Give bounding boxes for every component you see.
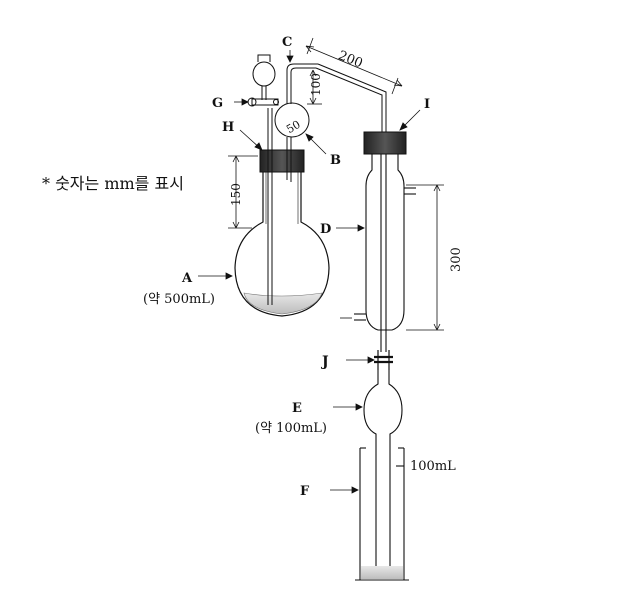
dim-100ml-label: 100mL — [410, 459, 456, 474]
dim-150 — [228, 155, 258, 229]
label-d: D — [320, 222, 331, 237]
bulb-b — [274, 63, 318, 182]
flask-a — [234, 172, 330, 317]
label-j: J — [320, 354, 329, 370]
stopper-h — [259, 149, 305, 173]
dim-150-label: 150 — [229, 183, 243, 206]
dim-100 — [307, 69, 322, 105]
cylinder-f — [355, 447, 409, 581]
label-i: I — [424, 97, 430, 112]
label-c: C — [282, 35, 292, 50]
label-a-sub: (약 500mL) — [143, 292, 215, 307]
label-h: H — [222, 120, 234, 135]
flask-liquid — [243, 292, 323, 315]
label-g: G — [212, 96, 223, 111]
label-b: B — [330, 153, 341, 168]
label-f: F — [300, 484, 310, 499]
condenser-d — [354, 154, 416, 352]
joint-j — [374, 350, 393, 370]
dim-100-label: 100 — [309, 73, 323, 96]
dim-200-label: 200 — [336, 48, 365, 71]
label-e: E — [292, 401, 302, 416]
unit-note: * 숫자는 mm를 표시 — [42, 174, 184, 193]
connecting-tube-c — [315, 63, 387, 132]
label-e-sub: (약 100mL) — [255, 421, 327, 436]
dim-50-label: 50 — [284, 118, 303, 136]
dim-300 — [406, 184, 444, 331]
stopper-i — [363, 131, 407, 155]
inlet-tube — [267, 108, 273, 305]
dropping-funnel — [247, 54, 279, 107]
dim-200 — [305, 37, 403, 95]
receiver-e — [363, 370, 403, 452]
leader-arrows — [198, 50, 421, 494]
cylinder-liquid — [361, 566, 403, 579]
label-a: A — [181, 271, 193, 286]
dim-300-label: 300 — [449, 247, 464, 272]
